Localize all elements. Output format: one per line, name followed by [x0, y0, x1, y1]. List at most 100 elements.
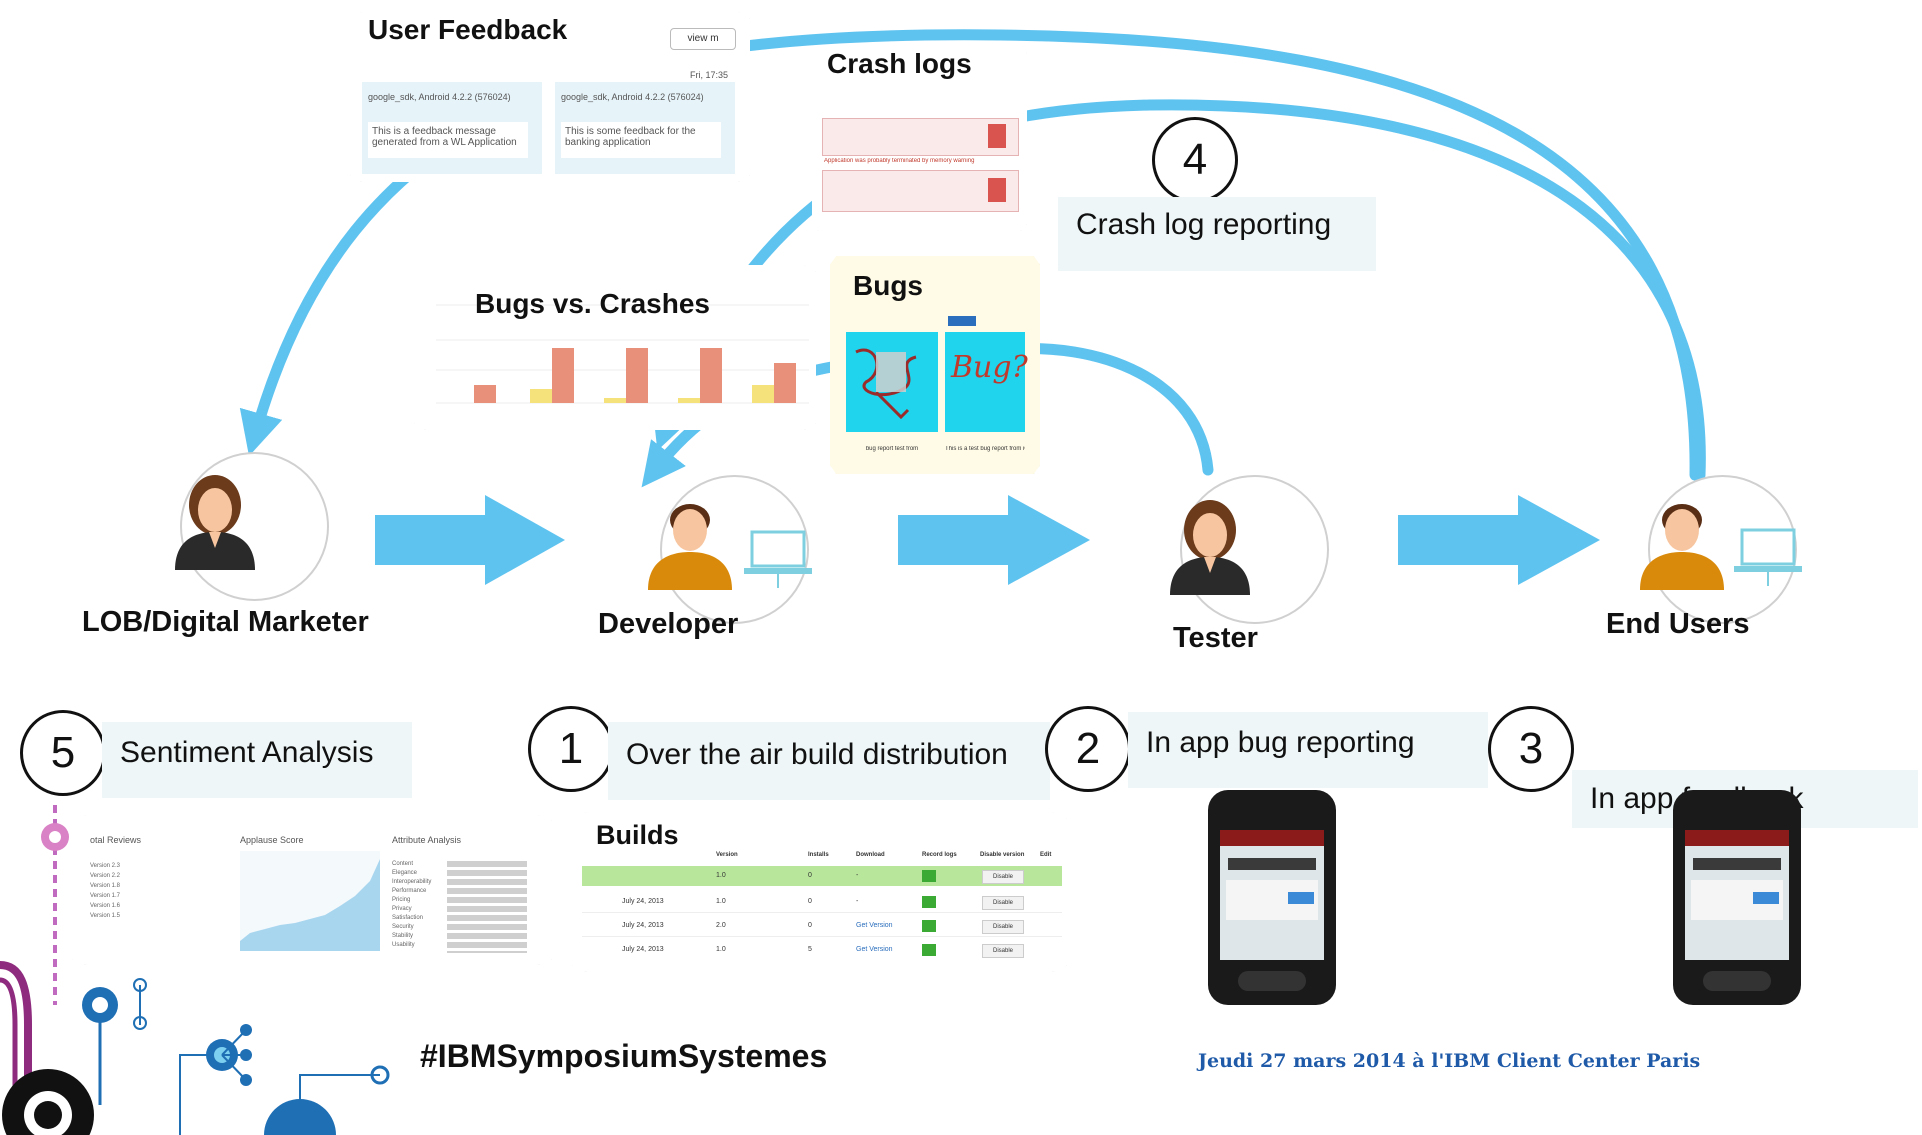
- bugs-vs-crashes-card: [414, 265, 816, 430]
- disable-button[interactable]: Disable: [982, 870, 1024, 884]
- phone-login-button[interactable]: [1753, 892, 1779, 904]
- bug-scribble: [855, 348, 917, 420]
- phone-app-bar: [1685, 830, 1789, 846]
- version-row: Version 1.7: [90, 893, 121, 899]
- crash-reason: Application was probably terminated by m…: [824, 158, 975, 164]
- attribute-row: Pricing: [392, 897, 411, 903]
- build-version: 2.0: [716, 922, 726, 929]
- disable-button[interactable]: Disable: [982, 944, 1024, 958]
- laptop-icon: [744, 530, 812, 588]
- table-row[interactable]: July 24, 2013 2.0 0 Get Version Disable: [582, 916, 1062, 937]
- attribute-row: Usability: [392, 942, 415, 948]
- phone-home-button[interactable]: [1238, 971, 1306, 991]
- build-date: July 24, 2013: [622, 946, 664, 953]
- bugs-vs-crashes-chart: [436, 304, 809, 404]
- version-row: Version 1.8: [90, 883, 121, 889]
- version-row: Version 1.5: [90, 913, 121, 919]
- phone-login-button[interactable]: [1288, 892, 1314, 904]
- user-feedback-title: User Feedback: [368, 14, 568, 45]
- feedback-device-2: google_sdk, Android 4.2.2 (576024): [561, 92, 704, 102]
- feedback-time: Fri, 17:35: [690, 70, 729, 80]
- phone-screen: [1220, 830, 1324, 960]
- lob-avatar-ring: [180, 452, 329, 601]
- view-more-button[interactable]: view m: [670, 28, 736, 50]
- record-logs-toggle[interactable]: [922, 944, 936, 956]
- builds-card: Builds Version Installs Download Record …: [572, 812, 1067, 972]
- step-5-number: 5: [20, 710, 106, 796]
- applause-score-header: Applause Score: [240, 835, 304, 845]
- build-installs: 0: [808, 872, 812, 879]
- applause-score-chart: [240, 851, 380, 951]
- attribute-row: Elegance: [392, 870, 418, 876]
- record-logs-toggle[interactable]: [922, 870, 936, 882]
- end-users-to-developer-arrow: [652, 99, 1706, 481]
- build-date: July 24, 2013: [622, 922, 664, 929]
- lob-label: LOB/Digital Marketer: [82, 606, 369, 638]
- crash-logs-card: Application was probably terminated by m…: [812, 46, 1027, 231]
- disable-button[interactable]: Disable: [982, 896, 1024, 910]
- crash-logs-title: Crash logs: [827, 48, 972, 79]
- phone-app-bar: [1220, 830, 1324, 846]
- table-row[interactable]: 1.0 0 - Disable: [582, 866, 1062, 886]
- step-4-label: Crash log reporting: [1058, 197, 1376, 271]
- sentiment-card: otal Reviews Applause Score Attribute An…: [72, 815, 552, 965]
- version-row: Version 1.6: [90, 903, 121, 909]
- record-logs-toggle[interactable]: [922, 920, 936, 932]
- attribute-row: Satisfaction: [392, 915, 424, 921]
- chart-bar: [700, 348, 722, 403]
- column-header: Version: [716, 852, 738, 858]
- feedback-device-1: google_sdk, Android 4.2.2 (576024): [368, 92, 511, 102]
- step-2-number: 2: [1045, 706, 1131, 792]
- developer-label: Developer: [598, 608, 739, 640]
- step-1-number: 1: [528, 706, 614, 792]
- phone-home-button[interactable]: [1703, 971, 1771, 991]
- disable-button[interactable]: Disable: [982, 920, 1024, 934]
- build-installs: 0: [808, 898, 812, 905]
- version-row: Version 2.2: [90, 873, 121, 879]
- feedback-column-1: google_sdk, Android 4.2.2 (576024) This …: [362, 82, 542, 174]
- man-avatar-icon: [1640, 504, 1724, 590]
- crash-entry-2: [822, 170, 1019, 212]
- step-3-number: 3: [1488, 706, 1574, 792]
- table-row[interactable]: July 24, 2013 1.0 5 Get Version Disable: [582, 940, 1062, 960]
- phone-row: [1693, 858, 1781, 870]
- bugs-card: Bug? bug report test from This is a test…: [830, 256, 1040, 474]
- circuit-decoration: [0, 805, 390, 1135]
- attribute-row: Content: [392, 861, 414, 867]
- column-header: Edit: [1040, 852, 1052, 858]
- chart-bar: [552, 348, 574, 403]
- event-caption: Jeudi 27 mars 2014 à l'IBM Client Center…: [1198, 1050, 1701, 1072]
- step-2-label: In app bug reporting: [1128, 712, 1488, 788]
- laptop-icon: [1734, 528, 1802, 586]
- step-5-label: Sentiment Analysis: [102, 722, 412, 798]
- phone-bug-reporting: [1208, 790, 1336, 1005]
- developer-to-tester-arrow: [898, 495, 1090, 585]
- bug-screenshot-1: [846, 332, 938, 432]
- attribute-row: Performance: [392, 888, 427, 894]
- builds-title: Builds: [596, 820, 679, 850]
- attribute-row: Privacy: [392, 906, 412, 912]
- column-header: Record logs: [922, 852, 957, 858]
- attribute-row: Stability: [392, 933, 414, 939]
- chart-bar: [774, 363, 796, 403]
- bug-report-button[interactable]: [948, 316, 976, 326]
- attributes-list: Content Elegance Interoperability Perfor…: [392, 861, 542, 951]
- step-4-number: 4: [1152, 117, 1238, 203]
- builds-header-row: Version Installs Download Record logs Di…: [572, 848, 1067, 864]
- versions-list: Version 2.3 Version 2.2 Version 1.8 Vers…: [90, 863, 220, 923]
- feedback-column-2: google_sdk, Android 4.2.2 (576024) This …: [555, 82, 735, 174]
- user-feedback-card: view m Fri, 17:35 google_sdk, Android 4.…: [350, 12, 750, 182]
- build-date: July 24, 2013: [622, 898, 664, 905]
- step-1-label: Over the air build distribution: [608, 722, 1050, 800]
- get-version-link[interactable]: Get Version: [856, 922, 893, 929]
- get-version-link[interactable]: Get Version: [856, 946, 893, 953]
- table-row[interactable]: July 24, 2013 1.0 0 - Disable: [582, 892, 1062, 913]
- woman-avatar-icon: [175, 475, 255, 570]
- attribute-bars: [447, 861, 527, 953]
- phone-in-app-feedback: [1673, 790, 1801, 1005]
- record-logs-toggle[interactable]: [922, 896, 936, 908]
- end-users-label: End Users: [1606, 608, 1750, 640]
- bug-handwriting: Bug?: [951, 350, 1028, 385]
- feedback-message-1: This is a feedback message generated fro…: [368, 122, 528, 158]
- total-reviews-header: otal Reviews: [90, 835, 142, 845]
